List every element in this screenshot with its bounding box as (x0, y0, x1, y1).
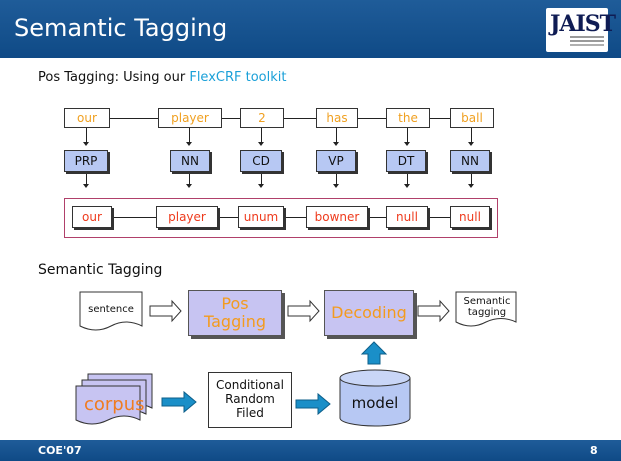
sentence-document (79, 291, 143, 331)
tag-sem-arrow (407, 174, 408, 185)
output-document (455, 291, 517, 327)
pos-tag-box: CD (240, 150, 282, 172)
corpus-doc-front (75, 385, 141, 425)
slide-title: Semantic Tagging (14, 14, 228, 42)
tag-sem-arrow (189, 174, 190, 185)
word-box: the (386, 108, 430, 128)
tag-sem-arrow (471, 174, 472, 185)
pos-tag-box: PRP (64, 150, 108, 172)
corpus-crf-arrow (161, 390, 197, 414)
model-label: model (351, 394, 399, 412)
semantic-box: player (156, 206, 218, 228)
tag-sem-arrowhead (83, 184, 89, 188)
model-cylinder (339, 378, 411, 427)
tag-sem-arrowhead (333, 184, 339, 188)
output-label: Semantic tagging (463, 296, 511, 318)
footer-page-number: 8 (590, 444, 598, 457)
word-tag-arrow (86, 128, 87, 143)
word-tag-arrowhead (186, 142, 192, 146)
sentence-label: sentence (88, 303, 134, 315)
model-up-arrow (360, 341, 388, 365)
word-tag-arrow (336, 128, 337, 143)
footer-bar (0, 440, 621, 461)
semantic-box: unum (238, 206, 284, 228)
tag-sem-arrow (336, 174, 337, 185)
jaist-logo: JAIST (546, 8, 616, 52)
word-box: ball (450, 108, 494, 128)
word-tag-arrowhead (333, 142, 339, 146)
pos-tag-box: VP (316, 150, 356, 172)
tag-sem-arrow (261, 174, 262, 185)
crf-box: Conditional Random Filed (208, 372, 292, 428)
footer-conference: COE'07 (38, 444, 82, 457)
word-tag-arrow (407, 128, 408, 143)
word-tag-arrowhead (468, 142, 474, 146)
flexcrf-toolkit-link: FlexCRF toolkit (189, 70, 287, 85)
word-tag-arrow (471, 128, 472, 143)
word-box: 2 (240, 108, 284, 128)
hollow-arrow (149, 299, 182, 323)
model-cylinder-top (339, 369, 411, 387)
semantic-frame (64, 198, 498, 238)
word-tag-arrow (261, 128, 262, 143)
word-box: player (158, 108, 222, 128)
pos-tagging-process: Pos Tagging (188, 290, 282, 336)
word-tag-arrowhead (83, 142, 89, 146)
word-box: has (316, 108, 358, 128)
word-tag-arrowhead (404, 142, 410, 146)
tag-sem-arrow (86, 174, 87, 185)
pos-tagging-heading: Pos Tagging: Using our FlexCRF toolkit (38, 70, 286, 85)
crf-model-arrow (295, 392, 331, 416)
corpus-label: corpus (84, 394, 145, 415)
pos-tagging-label: Pos Tagging (38, 70, 115, 85)
pos-tag-box: DT (386, 150, 426, 172)
pos-tagging-desc: Using our (123, 70, 186, 85)
tag-sem-arrowhead (258, 184, 264, 188)
tag-sem-arrowhead (186, 184, 192, 188)
semantic-box: our (72, 206, 112, 228)
tag-sem-arrowhead (404, 184, 410, 188)
word-tag-arrowhead (258, 142, 264, 146)
word-tag-arrow (189, 128, 190, 143)
tag-sem-arrowhead (468, 184, 474, 188)
decoding-process: Decoding (324, 290, 414, 336)
semantic-tagging-heading: Semantic Tagging (38, 262, 163, 278)
hollow-arrow (417, 299, 450, 323)
logo-text: JAIST (550, 11, 616, 37)
pos-tagging-colon: : (114, 70, 119, 85)
logo-lines (570, 36, 604, 38)
semantic-box: null (450, 206, 490, 228)
hollow-arrow (287, 299, 320, 323)
title-bar (0, 0, 621, 58)
word-box: our (64, 108, 110, 128)
pos-tag-box: NN (170, 150, 210, 172)
word-connector-line (110, 118, 470, 119)
semantic-connector-line (110, 217, 470, 218)
semantic-box: bowner (306, 206, 368, 228)
pos-tag-box: NN (450, 150, 490, 172)
semantic-box: null (386, 206, 428, 228)
